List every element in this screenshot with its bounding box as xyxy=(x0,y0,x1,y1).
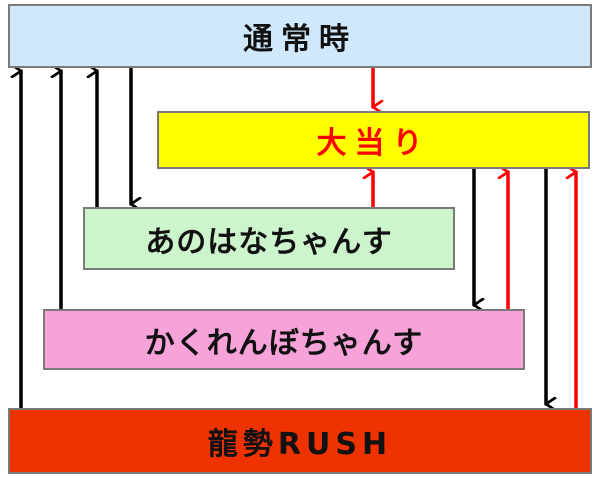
node-anohana-chance: あのはなちゃんす xyxy=(83,207,455,270)
node-kakurenbo-chance: かくれんぼちゃんす xyxy=(43,309,525,370)
node-jackpot: 大当り xyxy=(157,111,590,169)
node-jackpot-label: 大当り xyxy=(316,126,431,161)
node-rush-label: 龍勢RUSH xyxy=(207,427,393,462)
node-normal-label: 通常時 xyxy=(243,22,357,57)
node-anohana-chance-label: あのはなちゃんす xyxy=(145,224,393,260)
node-normal: 通常時 xyxy=(8,4,592,68)
node-rush: 龍勢RUSH xyxy=(8,408,592,474)
node-kakurenbo-chance-label: かくれんぼちゃんす xyxy=(144,325,424,361)
